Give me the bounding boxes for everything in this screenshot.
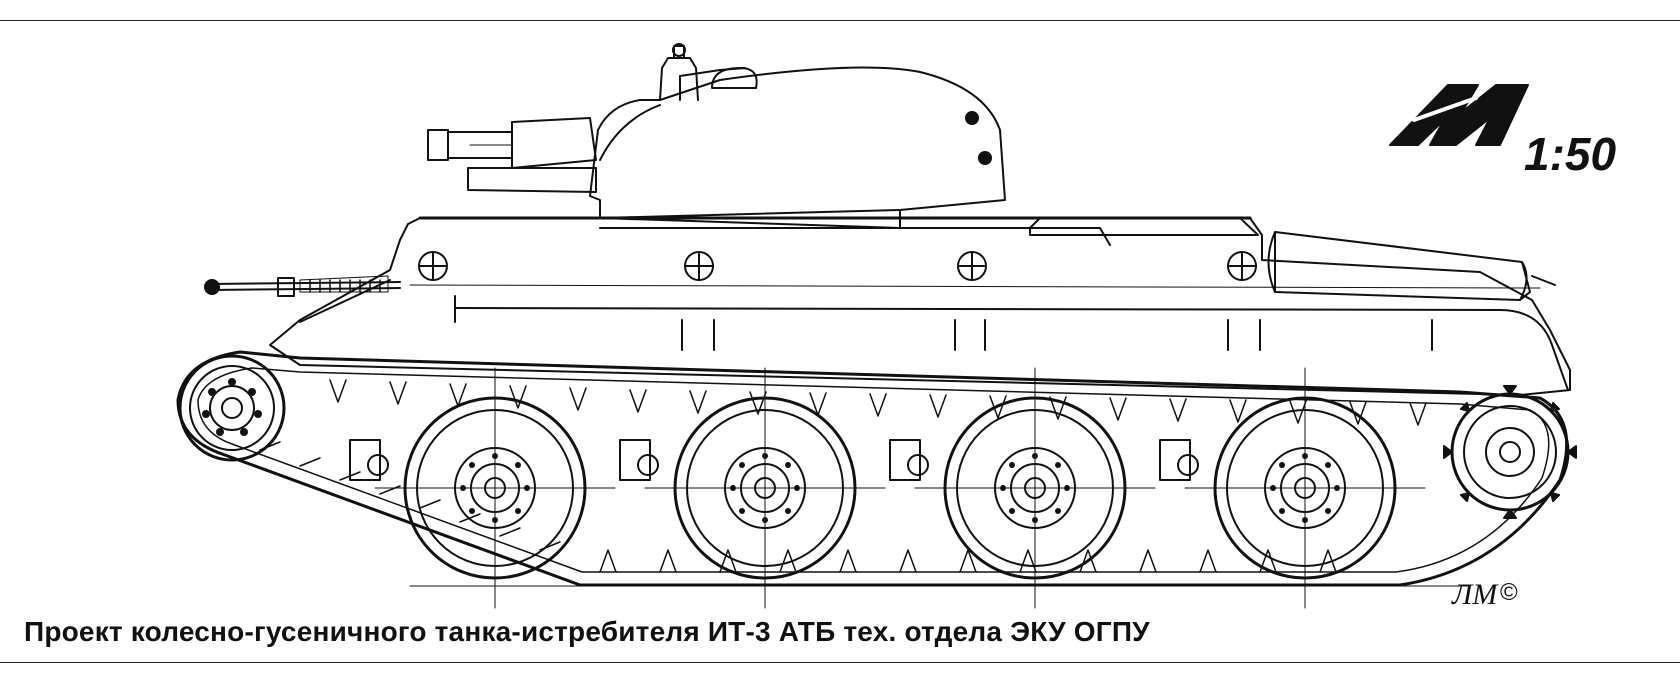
scale-label: 1:50	[1524, 128, 1616, 180]
top-frame-line	[0, 20, 1680, 21]
road-wheel-2	[644, 367, 886, 609]
publisher-logo: 1:50	[1389, 84, 1616, 180]
idler-wheel	[178, 354, 286, 462]
road-wheel-3	[914, 367, 1156, 609]
road-wheel-4	[1184, 367, 1426, 609]
drive-sprocket	[1443, 385, 1577, 519]
copyright-mark: ©	[1500, 579, 1518, 606]
author-signature: ЛМ	[1451, 578, 1499, 611]
suspension-brackets	[349, 439, 1199, 481]
road-wheel-1	[374, 367, 616, 609]
bottom-frame-line	[0, 662, 1680, 663]
drawing-caption: Проект колесно-гусеничного танка-истреби…	[24, 616, 1150, 647]
hull	[269, 216, 1571, 396]
hull-fittings	[418, 251, 1257, 281]
turret	[427, 43, 1006, 229]
front-light	[204, 275, 401, 297]
